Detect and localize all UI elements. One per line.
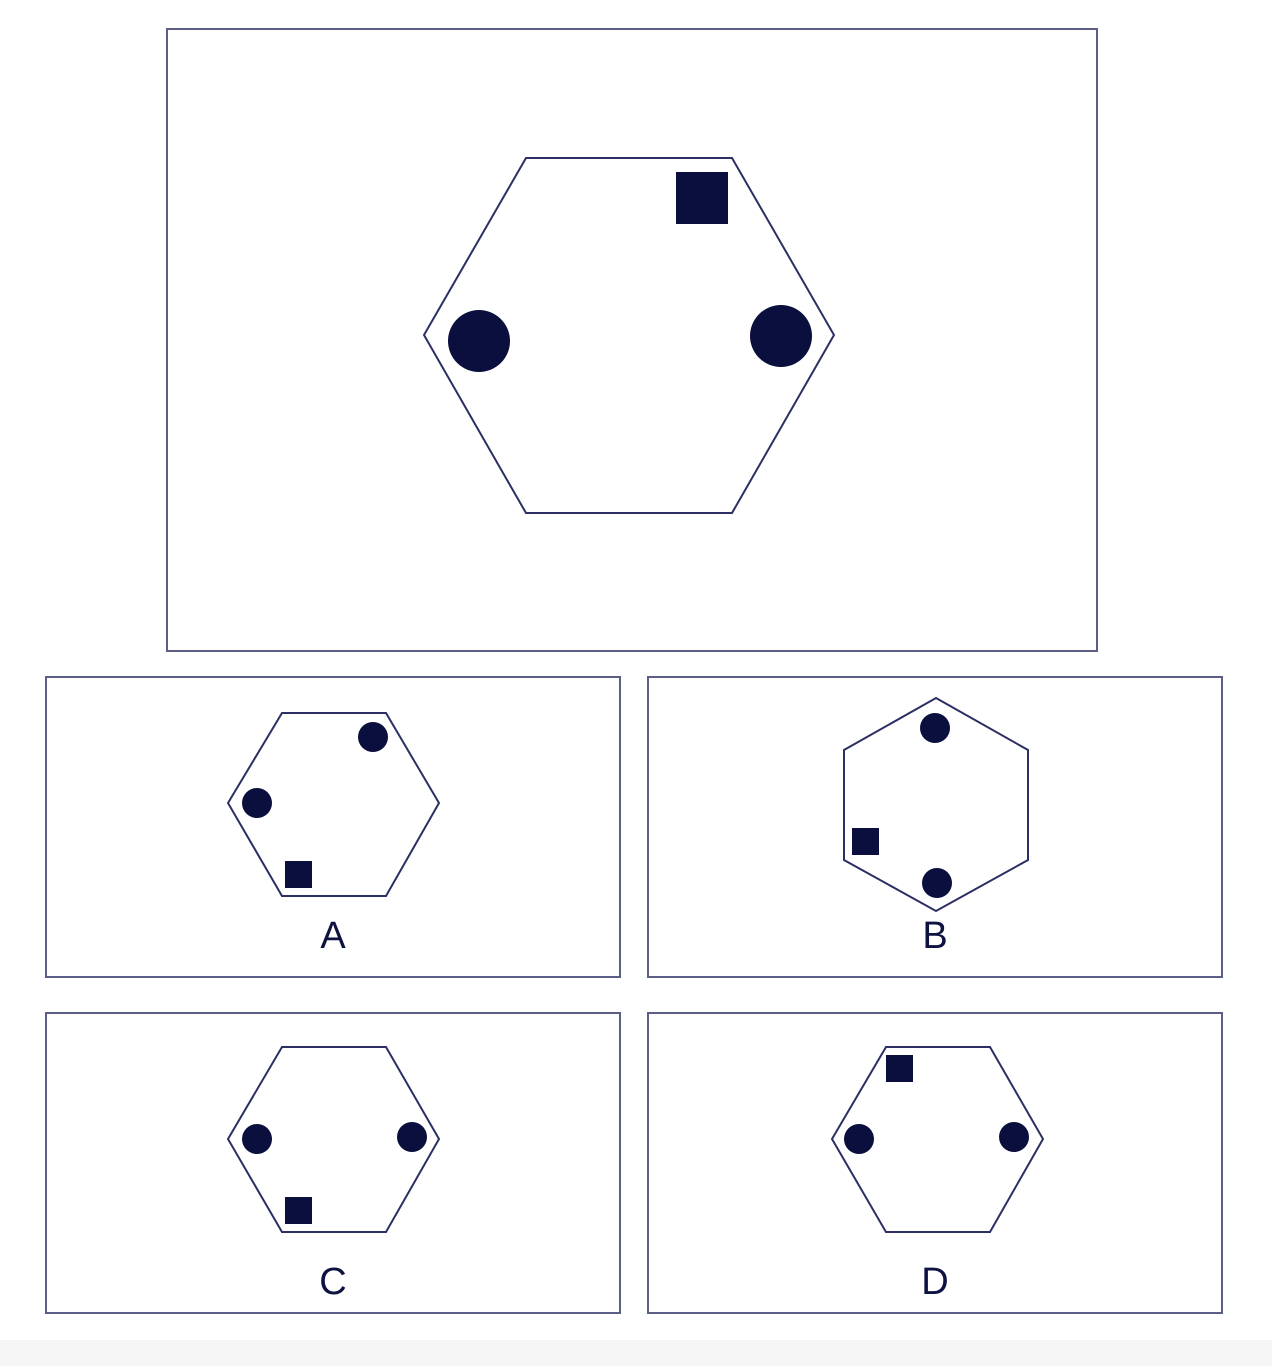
option-c-figure — [226, 1046, 441, 1233]
circle-marker-right — [397, 1122, 427, 1152]
circle-marker-bottom — [922, 868, 952, 898]
option-d-label: D — [921, 1261, 949, 1303]
circle-marker-right — [750, 305, 812, 367]
option-b-panel[interactable]: B — [647, 676, 1223, 978]
circle-marker-top — [920, 713, 950, 743]
circle-marker-left — [242, 1124, 272, 1154]
option-c-panel[interactable]: C — [45, 1012, 621, 1314]
option-a-label: A — [320, 915, 346, 957]
option-d-figure — [830, 1046, 1045, 1233]
square-marker — [886, 1055, 913, 1082]
circle-marker-left — [242, 788, 272, 818]
hexagon-outline — [843, 696, 1029, 913]
option-b-figure — [843, 696, 1029, 913]
option-a-panel[interactable]: A — [45, 676, 621, 978]
question-figure-panel — [166, 28, 1098, 652]
hexagon-outline — [830, 1046, 1045, 1233]
square-marker — [285, 1197, 312, 1224]
option-a-figure — [226, 712, 441, 897]
option-b-label: B — [922, 915, 948, 957]
circle-marker-left — [844, 1124, 874, 1154]
circle-marker-left — [448, 310, 510, 372]
square-marker — [285, 861, 312, 888]
circle-marker-right — [999, 1122, 1029, 1152]
square-marker — [852, 828, 879, 855]
circle-marker-top-right — [358, 722, 388, 752]
option-c-label: C — [319, 1261, 347, 1303]
hexagon-outline — [226, 712, 441, 897]
question-figure — [422, 157, 836, 514]
bottom-edge-strip — [0, 1340, 1272, 1366]
hexagon-outline — [226, 1046, 441, 1233]
square-marker — [676, 172, 728, 224]
option-d-panel[interactable]: D — [647, 1012, 1223, 1314]
hexagon-outline — [422, 157, 836, 514]
